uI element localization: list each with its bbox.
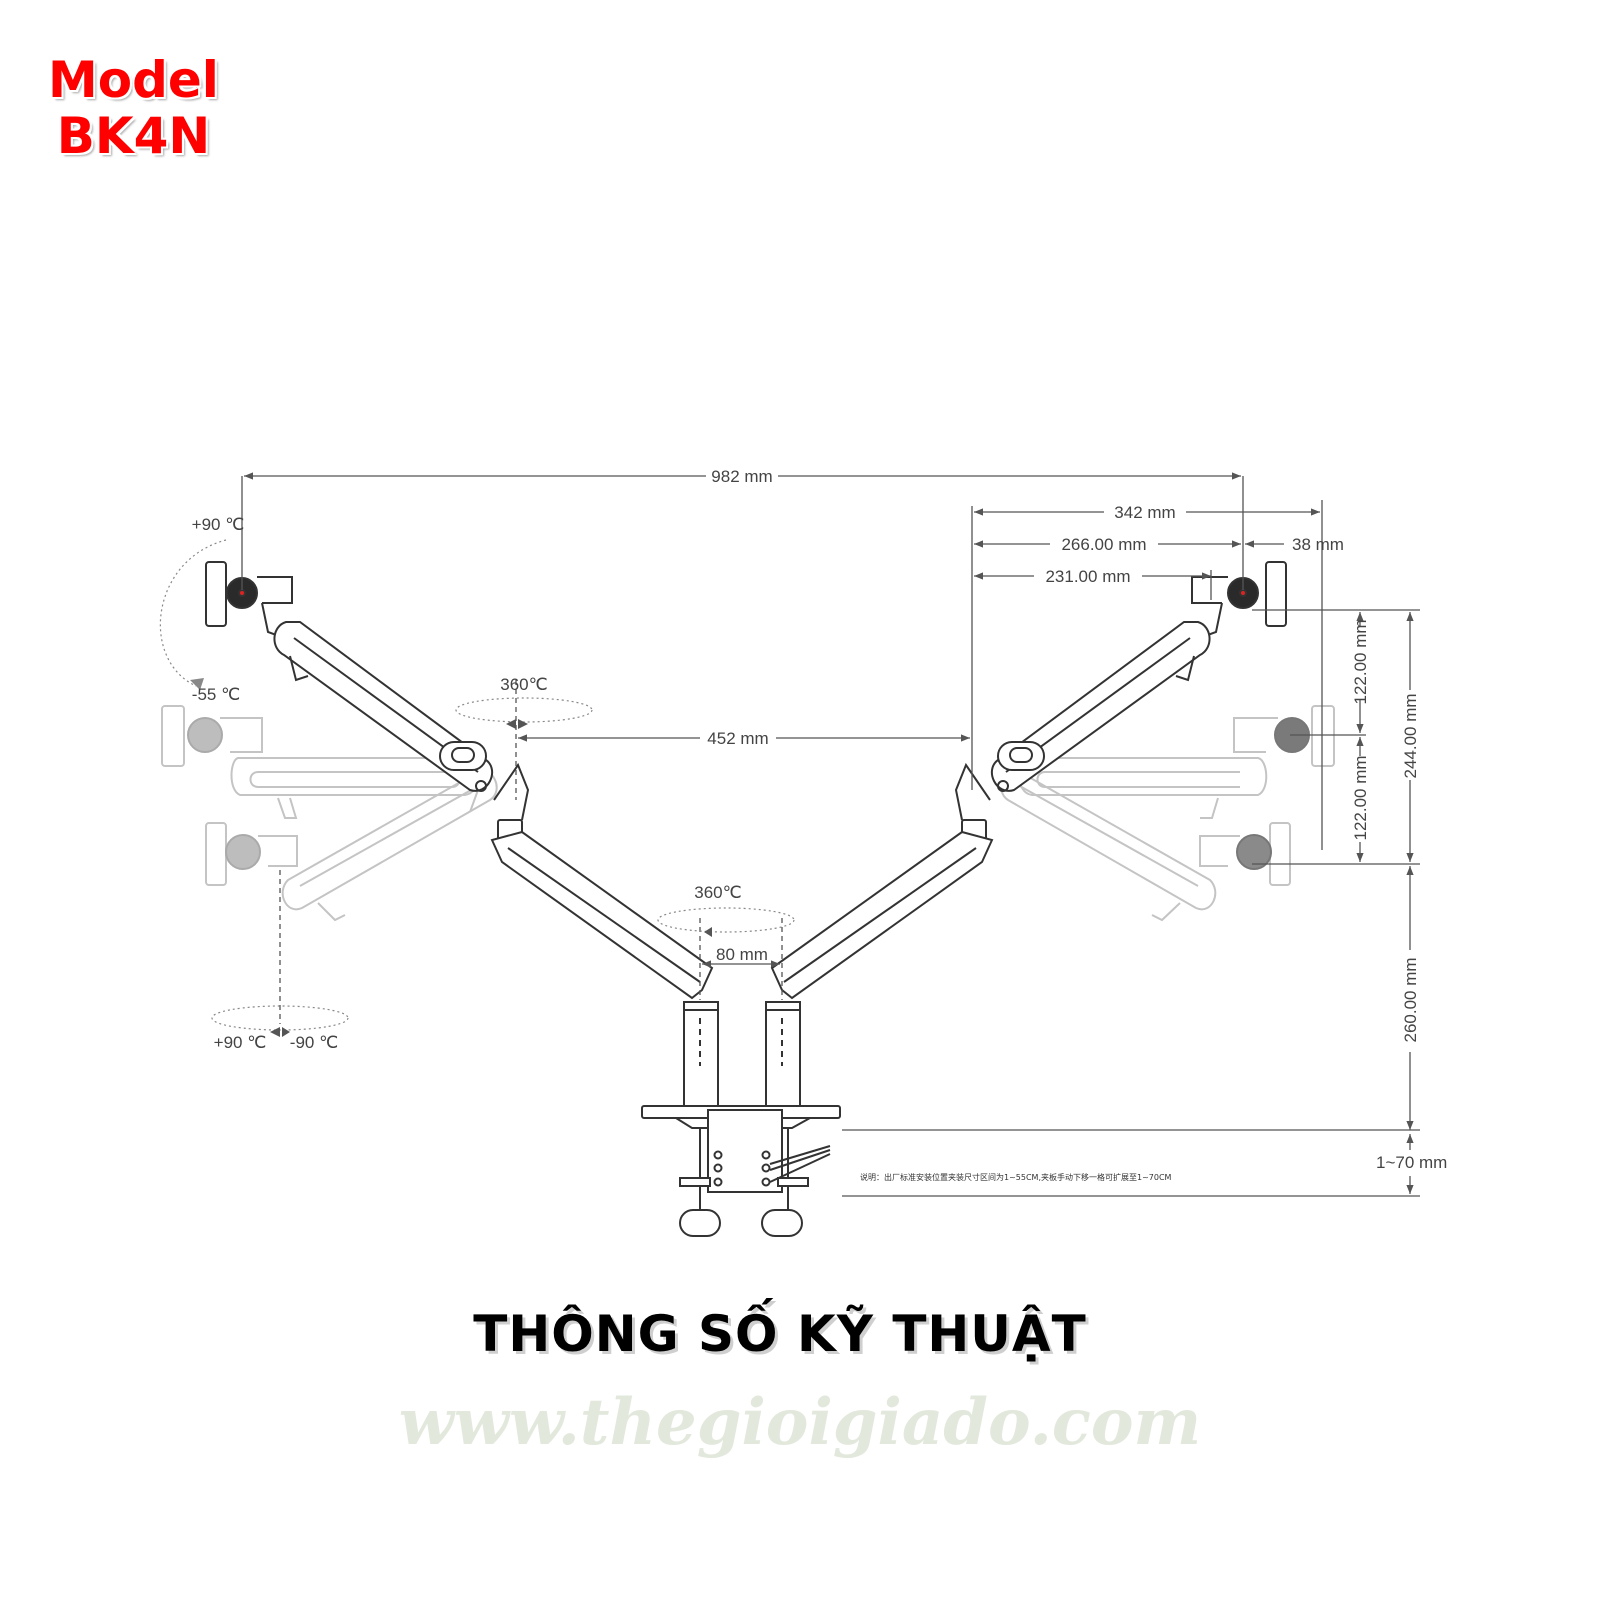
tilt-arrow-icon	[190, 678, 204, 690]
rotation-arrow-icon	[704, 927, 712, 937]
model-title: Model BK4N	[48, 52, 219, 164]
dimension-pole-height: 260.00 mm	[1401, 957, 1420, 1042]
spec-heading: THÔNG SỐ KỸ THUẬT	[473, 1305, 1087, 1363]
angle-elbow-rotation: 360℃	[500, 675, 547, 694]
clamp-note: 说明：出厂标准安装位置夹装尺寸区间为1~55CM,夹板手动下移一格可扩展至1~7…	[860, 1172, 1172, 1182]
dimension-height-step-lower: 122.00 mm	[1351, 755, 1370, 840]
dimension-height-step-upper: 122.00 mm	[1351, 619, 1370, 704]
angle-base-rotation: 360℃	[694, 883, 741, 902]
dimension-clamp-range: 1~70 mm	[1376, 1153, 1447, 1172]
model-code: BK4N	[56, 107, 211, 165]
dimension-joint-spacing: 452 mm	[707, 729, 768, 748]
dimension-arm-segment-1: 266.00 mm	[1061, 535, 1146, 554]
dimension-lines	[241, 472, 1420, 1197]
dimension-arm-segment-2: 231.00 mm	[1045, 567, 1130, 586]
rotation-arrow-icon	[282, 1027, 290, 1037]
angle-tilt-down: -55 ℃	[192, 685, 240, 704]
dimension-arm-reach: 342 mm	[1114, 503, 1175, 522]
angle-swivel-right: -90 ℃	[290, 1033, 338, 1052]
angle-swivel-left: +90 ℃	[214, 1033, 267, 1052]
rotation-arrow-icon	[518, 719, 528, 729]
angle-tilt-up: +90 ℃	[192, 515, 245, 534]
dimension-pole-width: 80 mm	[716, 945, 768, 964]
rotation-arrow-icon	[270, 1027, 280, 1037]
dimension-height-range-total: 244.00 mm	[1401, 693, 1420, 778]
rotation-arrow-icon	[506, 719, 516, 729]
model-label: Model	[48, 51, 219, 109]
main-arm-assembly	[205, 561, 1287, 1237]
dimension-head-offset: 38 mm	[1292, 535, 1344, 554]
website-watermark: www.thegioigiado.com	[398, 1385, 1202, 1460]
dimension-overall-span: 982 mm	[711, 467, 772, 486]
